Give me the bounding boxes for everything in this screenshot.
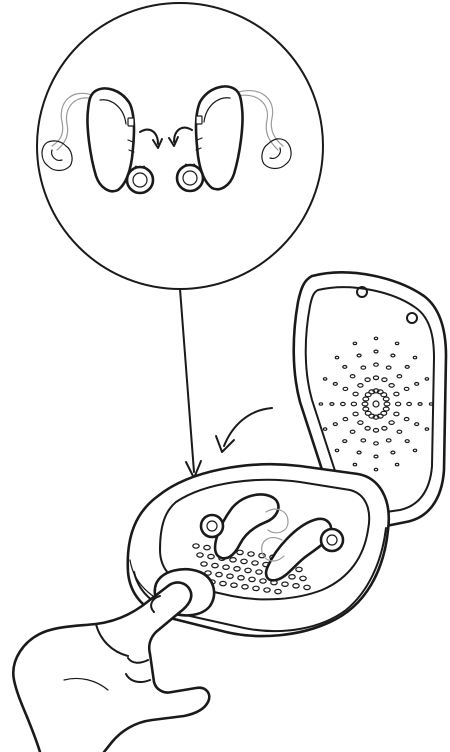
- detail-view: [37, 3, 323, 289]
- pressing-finger-hand-icon: [13, 583, 209, 752]
- rotate-inward-arrow-icon: [140, 128, 192, 148]
- pointer-arrow-icon: [180, 289, 201, 478]
- close-lid-arrow-icon: [216, 408, 272, 452]
- detail-circle: [37, 3, 323, 289]
- hearing-aid-left-icon: [42, 88, 153, 193]
- hearing-aid-right-icon: [177, 86, 291, 191]
